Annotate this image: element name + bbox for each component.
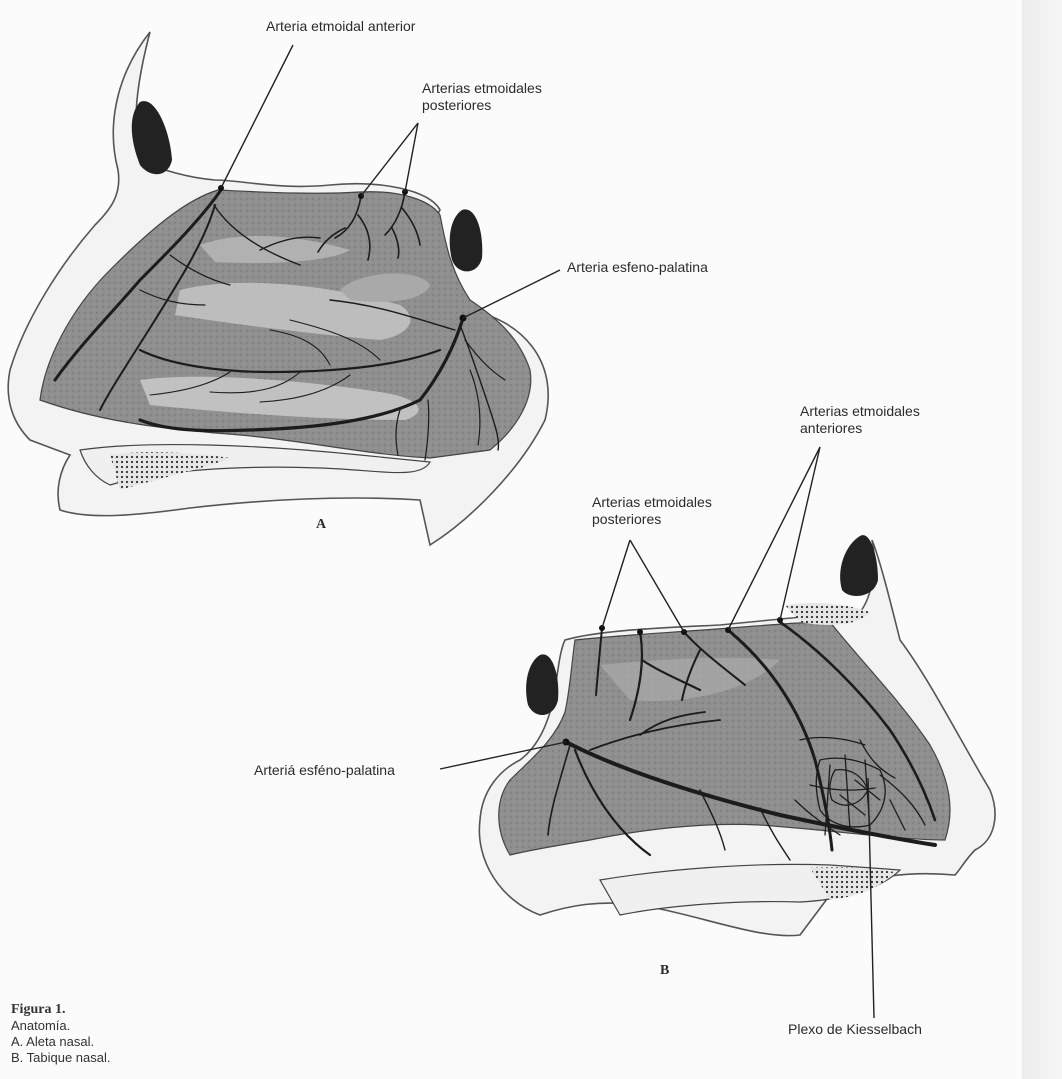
panel-a-sphenoid-sinus bbox=[450, 209, 483, 271]
label-kiesselbach-plexus: Plexo de Kiesselbach bbox=[788, 1021, 922, 1038]
figure-caption: Figura 1. Anatomía. A. Aleta nasal. B. T… bbox=[11, 1002, 111, 1066]
label-anterior-ethmoidal-artery-a: Arteria etmoidal anterior bbox=[266, 18, 415, 35]
label-sphenopalatine-artery-b: Arteriá esféno-palatina bbox=[254, 762, 395, 779]
panel-b-diagram bbox=[440, 447, 995, 1018]
label-line: Arterias etmoidales bbox=[800, 403, 920, 420]
caption-line-1: Anatomía. bbox=[11, 1018, 111, 1034]
caption-title: Figura 1. bbox=[11, 1002, 111, 1018]
label-posterior-ethmoidal-arteries-b: Arterias etmoidales posteriores bbox=[592, 494, 712, 528]
caption-line-2: A. Aleta nasal. bbox=[11, 1034, 111, 1050]
label-line: Arterias etmoidales bbox=[422, 80, 542, 97]
label-line: Arterias etmoidales bbox=[592, 494, 712, 511]
caption-line-3: B. Tabique nasal. bbox=[11, 1050, 111, 1066]
panel-b-sphenoid-sinus bbox=[526, 654, 558, 715]
label-line: posteriores bbox=[422, 97, 542, 114]
panel-a-letter: A bbox=[316, 517, 326, 533]
label-sphenopalatine-artery-a: Arteria esfeno-palatina bbox=[567, 259, 708, 276]
label-posterior-ethmoidal-arteries-a: Arterias etmoidales posteriores bbox=[422, 80, 542, 114]
label-line: anteriores bbox=[800, 420, 920, 437]
panel-b-letter: B bbox=[660, 963, 669, 979]
label-anterior-ethmoidal-arteries-b: Arterias etmoidales anteriores bbox=[800, 403, 920, 437]
label-line: posteriores bbox=[592, 511, 712, 528]
